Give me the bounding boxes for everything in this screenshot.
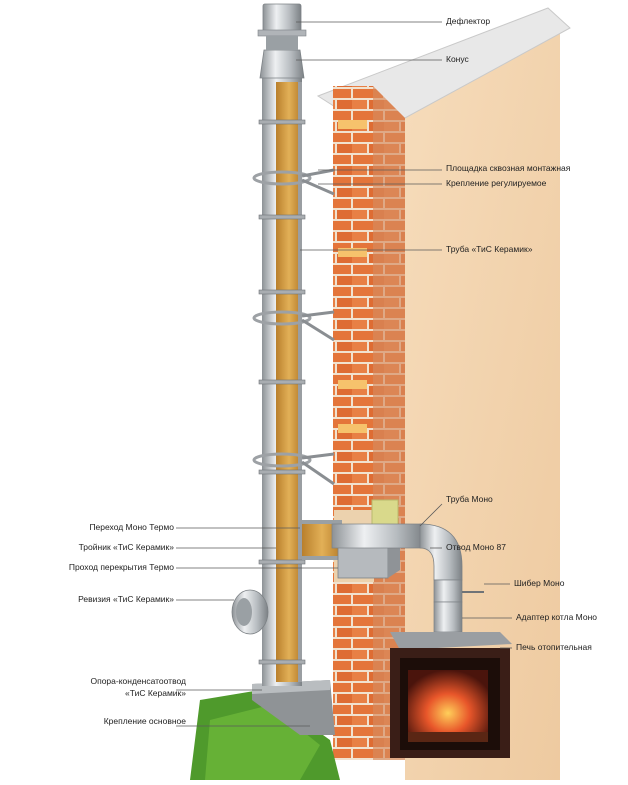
label-pipe-mono: Труба Моно — [446, 494, 493, 504]
label-mount-main: Крепление основное — [104, 716, 186, 726]
label-transition-mono-termo: Переход Моно Термо — [89, 522, 174, 532]
label-stove: Печь отопительная — [516, 642, 592, 652]
label-revision-tis: Ревизия «ТиС Керамик» — [78, 594, 174, 604]
label-support-condensate-1: Опора-конденсатоотвод — [90, 676, 186, 686]
label-platform: Площадка сквозная монтажная — [446, 163, 570, 173]
label-damper-mono: Шибер Моно — [514, 578, 564, 588]
label-ceiling-pass: Проход перекрытия Термо — [69, 562, 174, 572]
label-mount-adjustable: Крепление регулируемое — [446, 178, 546, 188]
label-cone: Конус — [446, 54, 469, 64]
label-pipe-tis: Труба «ТиС Керамик» — [446, 244, 532, 254]
label-support-condensate-2: «ТиС Керамик» — [125, 688, 186, 698]
label-deflector: Дефлектор — [446, 16, 490, 26]
label-tee-tis: Тройник «ТиС Керамик» — [79, 542, 174, 552]
label-bend-mono: Отвод Моно 87 — [446, 542, 506, 552]
label-boiler-adapter: Адаптер котла Моно — [516, 612, 597, 622]
